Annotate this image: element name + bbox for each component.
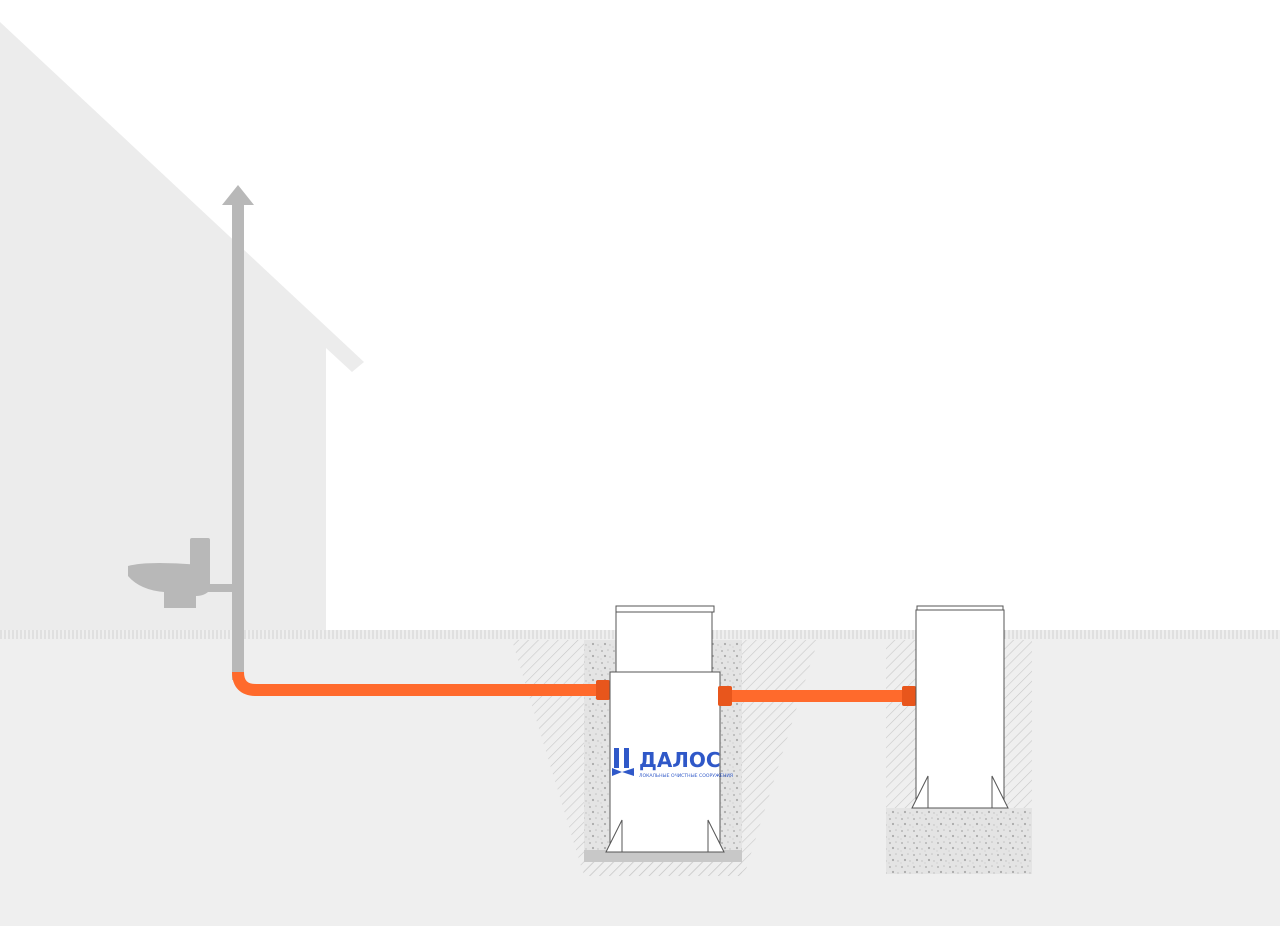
dalos-logo-icon xyxy=(612,748,634,776)
tank-foot-right xyxy=(707,819,725,853)
house-silhouette xyxy=(0,22,364,632)
concrete-slab xyxy=(584,850,742,862)
sewer-pipe-outlet xyxy=(732,690,908,702)
arrow-up-icon xyxy=(222,185,254,205)
vent-pipe xyxy=(232,200,244,680)
tank-foot-left xyxy=(605,819,623,853)
coupling-second-tank xyxy=(902,686,916,706)
logo-tagline: ЛОКАЛЬНЫЕ ОЧИСТНЫЕ СООРУЖЕНИЯ xyxy=(639,773,733,779)
filter-well xyxy=(911,605,1009,809)
logo-name: ДАЛОС xyxy=(639,748,721,772)
toilet-icon xyxy=(128,538,234,608)
well-foot-left xyxy=(911,775,929,809)
well-body xyxy=(915,609,1005,809)
septic-tank-main xyxy=(605,605,725,853)
tank-lid-main xyxy=(615,605,715,613)
sewer-pipe-inlet xyxy=(232,671,606,696)
coupling-outlet xyxy=(718,686,732,706)
brand-logo: ДАЛОС ЛОКАЛЬНЫЕ ОЧИСТНЫЕ СООРУЖЕНИЯ xyxy=(612,748,733,779)
well-foot-right xyxy=(991,775,1009,809)
tank-neck-main xyxy=(615,609,713,673)
coupling-inlet xyxy=(596,680,610,700)
gravel-filter-bed xyxy=(886,808,1032,874)
slab-base-hatch xyxy=(584,862,742,876)
